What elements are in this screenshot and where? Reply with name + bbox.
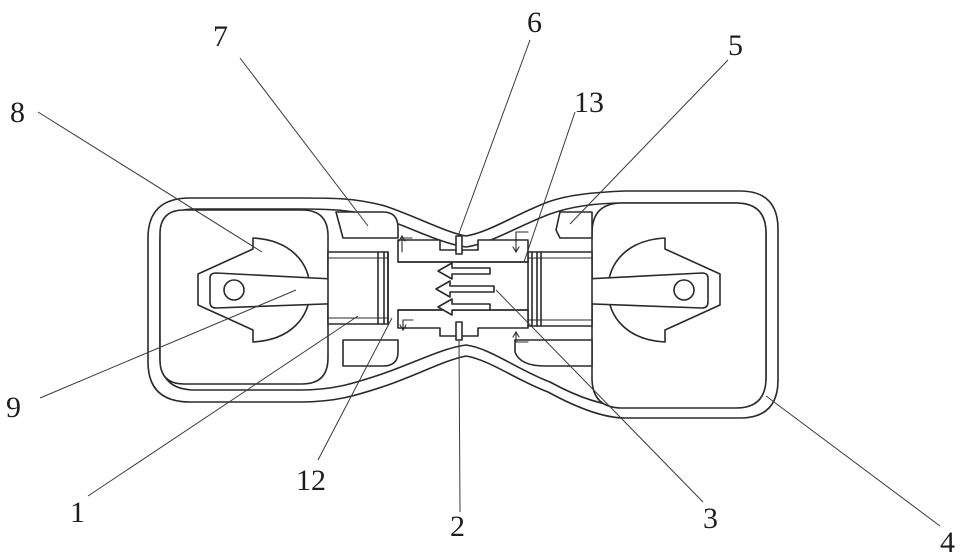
- label-8: 8: [10, 96, 25, 129]
- left-piston: [327, 251, 389, 325]
- label-6: 6: [527, 6, 542, 39]
- reference-labels: 8 9 7 6 13 5 1 12 2 3 4: [6, 6, 955, 559]
- right-cam-assembly: [556, 237, 721, 343]
- right-piston: [527, 251, 593, 327]
- label-5: 5: [728, 29, 743, 62]
- label-4: 4: [940, 526, 955, 559]
- label-12: 12: [296, 464, 326, 497]
- label-1: 1: [70, 496, 85, 529]
- label-13: 13: [574, 86, 604, 119]
- valve-seal-top: [455, 235, 463, 255]
- flow-arrow-top-icon: [437, 262, 491, 280]
- flow-arrow-middle-icon: [435, 280, 495, 298]
- left-cam-assembly: [197, 237, 361, 343]
- left-pivot-icon: [223, 279, 245, 301]
- label-2: 2: [450, 510, 465, 543]
- flow-arrow-bottom-icon: [437, 298, 491, 316]
- label-3: 3: [703, 502, 718, 535]
- right-pivot-icon: [673, 279, 695, 301]
- flow-arrows: [398, 231, 529, 343]
- leader-lines: [37, 39, 941, 527]
- label-7: 7: [213, 20, 228, 53]
- label-9: 9: [6, 391, 21, 424]
- valve-seal-bottom: [455, 321, 463, 341]
